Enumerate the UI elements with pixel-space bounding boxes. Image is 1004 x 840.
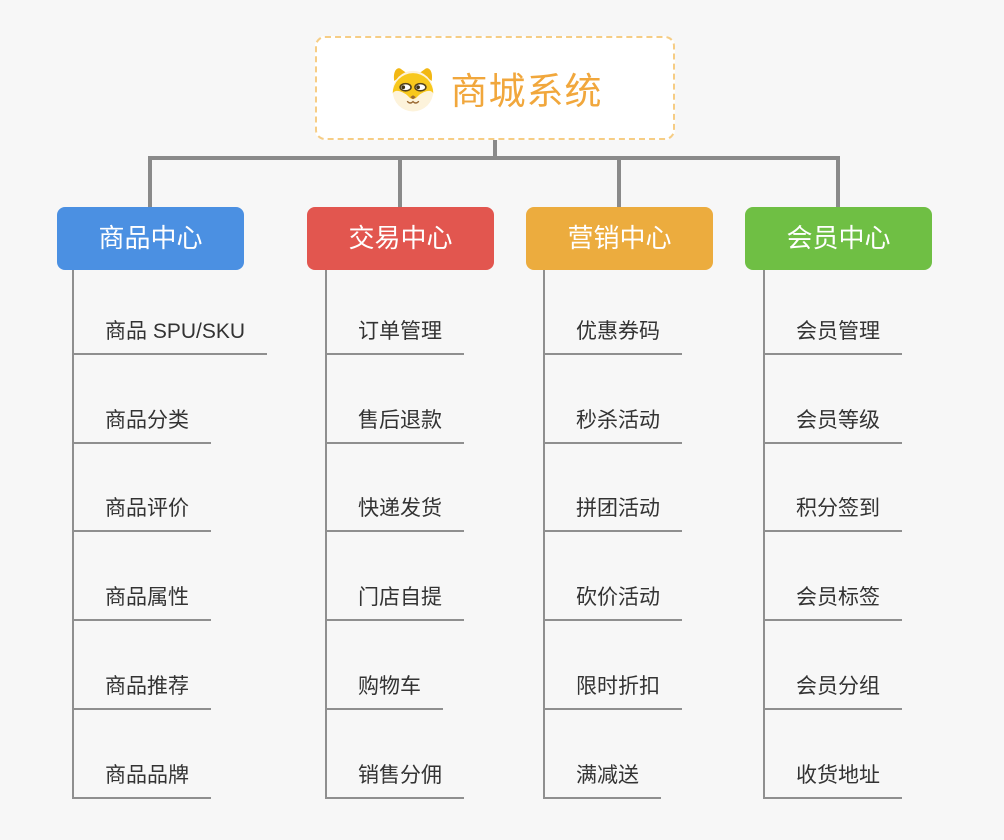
- branch-header-marketing[interactable]: 营销中心: [526, 207, 713, 270]
- branch-item[interactable]: 门店自提: [325, 584, 464, 621]
- branch-item[interactable]: 商品属性: [72, 584, 211, 621]
- branch-item[interactable]: 收货地址: [763, 762, 902, 799]
- branch-item[interactable]: 商品评价: [72, 495, 211, 532]
- branch-item[interactable]: 快递发货: [325, 495, 464, 532]
- branch-drop-line: [148, 156, 152, 209]
- branch-item[interactable]: 拼团活动: [543, 495, 682, 532]
- branch-drop-line: [617, 156, 621, 209]
- root-title: 商城系统: [450, 71, 603, 112]
- branch-item[interactable]: 商品 SPU/SKU: [72, 318, 268, 355]
- branch-item[interactable]: 销售分佣: [325, 762, 464, 799]
- branch-item[interactable]: 会员标签: [763, 584, 902, 621]
- branch-item[interactable]: 满减送: [543, 762, 661, 799]
- branch-item[interactable]: 限时折扣: [543, 673, 682, 710]
- branch-item[interactable]: 商品品牌: [72, 762, 211, 799]
- branch-item[interactable]: 商品推荐: [72, 673, 211, 710]
- branch-item[interactable]: 优惠券码: [543, 318, 682, 355]
- root-stem-line: [493, 140, 497, 158]
- branch-item[interactable]: 秒杀活动: [543, 407, 682, 444]
- dog-face-icon: [388, 63, 438, 113]
- branch-header-member[interactable]: 会员中心: [745, 207, 932, 270]
- branch-header-product[interactable]: 商品中心: [57, 207, 244, 270]
- branch-item[interactable]: 砍价活动: [543, 584, 682, 621]
- branch-column-member: 会员管理 会员等级 积分签到 会员标签 会员分组 收货地址: [763, 270, 902, 799]
- branch-drop-line: [398, 156, 402, 209]
- branch-header-trade[interactable]: 交易中心: [307, 207, 494, 270]
- branch-drop-line: [836, 156, 840, 209]
- branch-column-marketing: 优惠券码 秒杀活动 拼团活动 砍价活动 限时折扣 满减送: [543, 270, 682, 799]
- branch-item[interactable]: 会员分组: [763, 673, 902, 710]
- branch-item[interactable]: 商品分类: [72, 407, 211, 444]
- branch-item[interactable]: 购物车: [325, 673, 443, 710]
- branch-item[interactable]: 会员管理: [763, 318, 902, 355]
- branch-item[interactable]: 会员等级: [763, 407, 902, 444]
- branch-item[interactable]: 积分签到: [763, 495, 902, 532]
- branch-column-product: 商品 SPU/SKU 商品分类 商品评价 商品属性 商品推荐 商品品牌: [72, 270, 268, 799]
- branch-column-trade: 订单管理 售后退款 快递发货 门店自提 购物车 销售分佣: [325, 270, 464, 799]
- branch-item[interactable]: 订单管理: [325, 318, 464, 355]
- branch-bus-line: [148, 156, 840, 160]
- root-node[interactable]: 商城系统: [315, 36, 675, 140]
- branch-item[interactable]: 售后退款: [325, 407, 464, 444]
